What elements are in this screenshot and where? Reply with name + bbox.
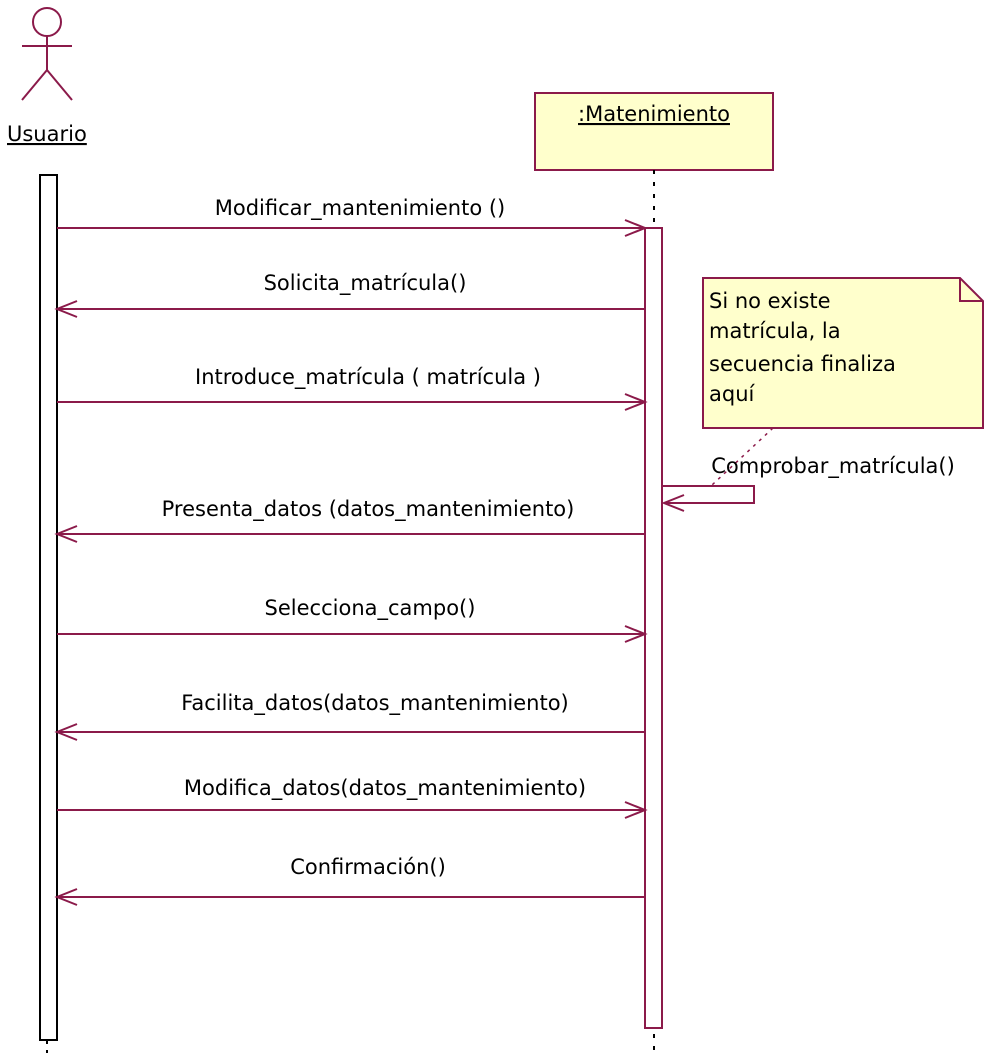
actor-name[interactable]: Usuario (7, 122, 87, 146)
arrowhead-6 (624, 625, 648, 643)
arrowhead-7 (54, 723, 78, 741)
arrowhead-9 (54, 888, 78, 906)
note-line-3: secuencia finaliza (709, 352, 896, 376)
note-shape (702, 277, 984, 429)
note-line-1: Si no existe (709, 289, 831, 313)
note[interactable]: Si no existe matrícula, la secuencia fin… (702, 277, 984, 429)
arrowhead-8 (624, 801, 648, 819)
note-line-2: matrícula, la (709, 319, 841, 343)
note-connector (711, 427, 774, 486)
arrowhead-1 (624, 219, 648, 237)
message-label-3: Introduce_matrícula ( matrícula ) (195, 365, 541, 390)
message-label-1: Modificar_mantenimiento () (215, 196, 506, 221)
messages: Modificar_mantenimiento () Solicita_matrí… (54, 196, 955, 906)
actor-left-leg (21, 69, 48, 101)
message-label-6: Selecciona_campo() (265, 596, 476, 621)
actor-right-leg (46, 69, 73, 101)
object-activation-bar (644, 227, 663, 1029)
arrowhead-4 (661, 494, 685, 512)
message-label-7: Facilita_datos(datos_mantenimiento) (181, 691, 569, 716)
note-fold (959, 278, 983, 302)
message-label-9: Confirmación() (290, 855, 446, 879)
arrowhead-2 (54, 300, 78, 318)
arrowhead-5 (54, 525, 78, 543)
actor-head (32, 7, 62, 37)
object-name: :Matenimiento (578, 102, 730, 126)
note-line-4: aquí (709, 382, 756, 406)
message-line-4 (662, 485, 755, 504)
object-box[interactable] (534, 92, 774, 171)
message-label-2: Solicita_matrícula() (264, 271, 467, 296)
actor-figure[interactable] (21, 7, 73, 101)
message-label-4: Comprobar_matrícula() (711, 454, 955, 479)
message-label-5: Presenta_datos (datos_mantenimiento) (162, 497, 575, 522)
arrowhead-3 (624, 393, 648, 411)
message-label-8: Modifica_datos(datos_mantenimiento) (184, 776, 586, 801)
actor-activation-bar (39, 174, 58, 1041)
